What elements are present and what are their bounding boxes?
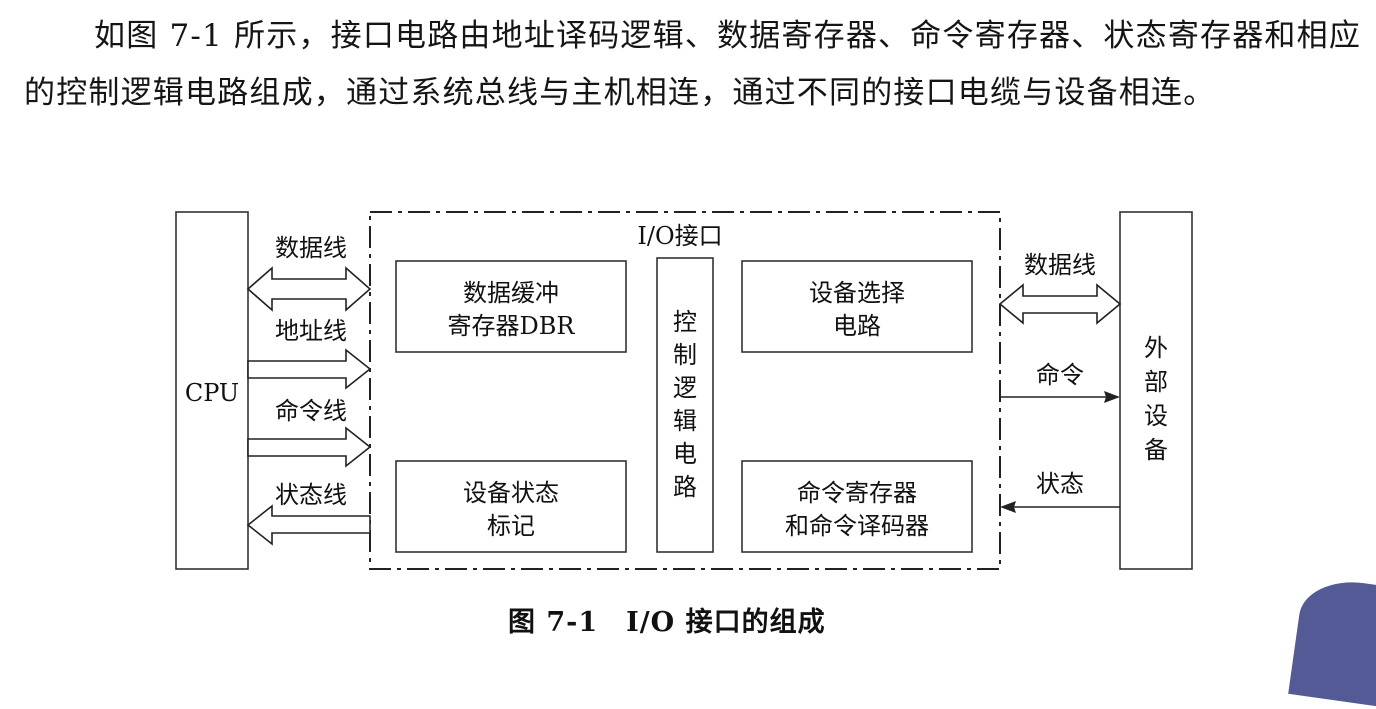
device-status-label: 状态 xyxy=(1036,470,1084,498)
control-logic-box xyxy=(656,257,714,553)
cpu-label: CPU xyxy=(185,379,239,407)
external-device-char-4: 备 xyxy=(1144,436,1168,464)
external-device-char-3: 设 xyxy=(1144,402,1168,430)
command-register-label-line2: 和命令译码器 xyxy=(785,512,929,540)
control-logic-char-4: 辑 xyxy=(673,407,697,435)
cpu-address-line-label: 地址线 xyxy=(275,317,347,345)
cpu-status-arrow xyxy=(246,504,371,546)
device-status-arrowhead xyxy=(1000,501,1016,513)
cpu-status-line-label: 状态线 xyxy=(275,481,347,509)
control-logic-char-5: 电 xyxy=(673,440,697,468)
device-command-label: 命令 xyxy=(1036,361,1084,389)
data-buffer-label-line1: 数据缓冲 xyxy=(463,279,559,307)
io-interface-boundary xyxy=(369,211,1001,570)
external-device-char-2: 部 xyxy=(1144,368,1168,396)
device-data-bidirectional-arrow xyxy=(998,283,1122,325)
cpu-command-arrow xyxy=(247,426,372,468)
io-interface-label: I/O接口 xyxy=(637,222,722,250)
device-select-label-line2: 电路 xyxy=(833,312,881,340)
external-device-char-1: 外 xyxy=(1144,334,1168,362)
data-buffer-register-box xyxy=(395,260,627,353)
cpu-data-line-label: 数据线 xyxy=(275,234,347,262)
command-register-box xyxy=(741,460,973,553)
device-status-label-line2: 标记 xyxy=(487,512,535,540)
cpu-address-arrow xyxy=(247,348,372,390)
cpu-box xyxy=(175,211,249,570)
device-command-arrowhead xyxy=(1104,391,1120,403)
cpu-command-line-label: 命令线 xyxy=(275,397,347,425)
device-status-label-line1: 设备状态 xyxy=(463,479,559,507)
device-select-box xyxy=(741,260,973,353)
figure-caption: 图 7-1 I/O 接口的组成 xyxy=(508,607,826,638)
control-logic-char-2: 制 xyxy=(673,341,697,369)
body-paragraph: 如图 7-1 所示，接口电路由地址译码逻辑、数据寄存器、命令寄存器、状态寄存器和… xyxy=(24,18,1362,111)
device-data-line-label: 数据线 xyxy=(1024,251,1096,279)
command-register-label-line1: 命令寄存器 xyxy=(797,479,917,507)
control-logic-char-6: 路 xyxy=(673,473,697,501)
device-status-flag-box xyxy=(395,460,627,553)
cpu-data-bidirectional-arrow xyxy=(246,266,372,312)
external-device-box xyxy=(1119,211,1193,570)
io-interface-diagram: CPU I/O接口 数据线 地址线 命令线 状态线 数据缓冲 寄存器DBR 设备… xyxy=(175,211,1193,570)
control-logic-char-3: 逻 xyxy=(673,374,697,402)
data-buffer-label-line2: 寄存器DBR xyxy=(448,312,576,340)
control-logic-char-1: 控 xyxy=(673,308,697,336)
device-select-label-line1: 设备选择 xyxy=(809,279,905,307)
